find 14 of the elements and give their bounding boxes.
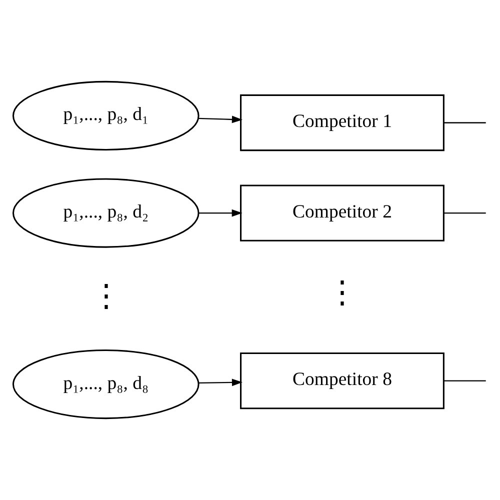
node-ellipse: p₁,..., p₈, d₁ bbox=[12, 80, 200, 150]
arrow bbox=[198, 116, 243, 124]
connector bbox=[444, 380, 486, 382]
label: ⋮ bbox=[327, 276, 358, 310]
connector bbox=[444, 212, 486, 214]
node-ellipse: p₁,..., p₈, d₂ bbox=[12, 178, 200, 248]
node-ellipse: p₁,..., p₈, d₈ bbox=[12, 350, 200, 420]
node-box: Competitor 8 bbox=[240, 352, 444, 410]
arrow bbox=[198, 209, 242, 217]
node-box: Competitor 1 bbox=[240, 94, 444, 152]
connector bbox=[444, 122, 486, 124]
arrow bbox=[198, 378, 243, 386]
node-box: Competitor 2 bbox=[240, 184, 444, 242]
label: ⋮ bbox=[90, 279, 121, 314]
